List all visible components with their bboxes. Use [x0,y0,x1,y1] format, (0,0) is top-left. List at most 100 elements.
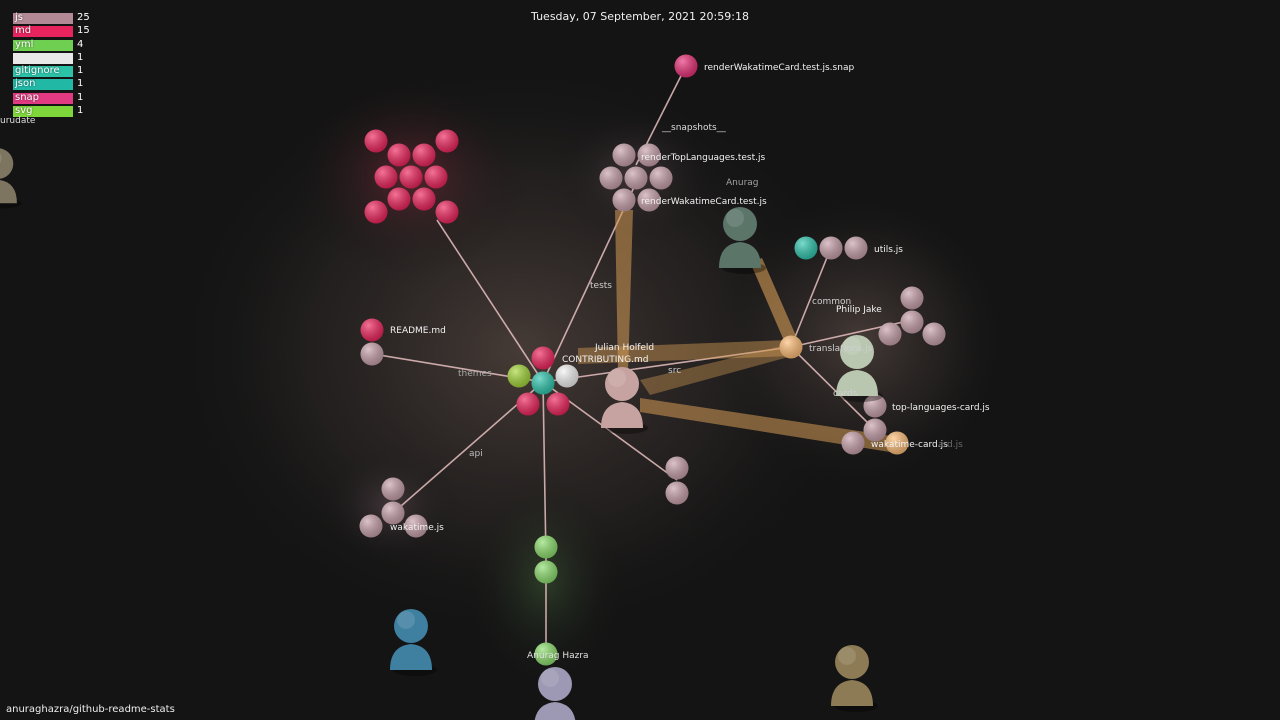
label-contributing: CONTRIBUTING.md [562,355,648,365]
legend-extension: json [15,78,36,90]
file-node-shade [555,364,579,388]
file-node-shade [531,371,555,395]
label-snapshots-dir: __snapshots__ [661,123,726,133]
avatar-olive [831,645,878,712]
file-node-shade [665,481,689,505]
file-node-shade [637,188,661,212]
repository-name: anuraghazra/github-readme-stats [6,704,175,715]
avatar-julian [601,367,648,434]
file-node-shade [381,477,405,501]
legend-color-swatch [13,79,73,91]
label-snap-file: renderWakatimeCard.test.js.snap [704,63,854,73]
beam-src [578,340,792,364]
node-labels: renderWakatimeCard.test.js.snap __snapsh… [390,63,990,533]
avatar-blue [390,609,437,676]
avatar-philip [836,335,883,402]
file-node-shade [546,392,570,416]
file-node-shade [424,165,448,189]
edge-root-md [436,219,544,383]
user-beams [578,210,892,452]
legend-count: 25 [77,12,90,23]
file-node-shade [404,514,428,538]
edge-workflows [542,381,547,561]
label-test-wakatime: renderWakatimeCard.test.js [641,197,767,207]
label-ghost-card: ard.js [938,440,963,450]
edge-cards [790,346,871,426]
label-translations: translations.js [809,344,872,354]
file-node-shade [863,394,887,418]
label-cards-dir: cards [833,389,858,399]
file-node-shade [381,501,405,525]
file-node-shade [863,418,887,442]
file-node-shade [364,200,388,224]
legend-color-swatch [13,13,73,24]
file-node-shade [649,166,673,190]
file-node-shade [900,310,924,334]
file-node-shade [374,165,398,189]
file-node-shade [599,166,623,190]
legend-count: 1 [77,51,84,63]
legend-color-swatch [13,106,73,118]
file-node-shade [624,166,648,190]
file-nodes [359,54,946,666]
legend-extension: js [15,12,23,23]
file-node-shade [534,535,558,559]
directory-edges [372,65,913,654]
legend-count: 1 [77,91,84,103]
file-node-shade [841,431,865,455]
label-themes-dir: themes [458,369,492,379]
legend-row: 1 [13,51,113,66]
legend-count: 1 [77,105,84,117]
avatar-offscreen [0,148,22,209]
file-node-shade [637,143,661,167]
file-node-shade [387,187,411,211]
file-node-shade [922,322,946,346]
avatar-anurag [719,207,766,274]
user-labels: Anurag Philip Jake Julian Holfeld Anurag… [527,178,882,661]
file-node-shade [531,346,555,370]
label-api-dir: api [469,449,483,459]
file-node-shade [612,188,636,212]
label-top-languages-card: top-languages-card.js [892,403,990,413]
file-node-shade [412,143,436,167]
legend-color-swatch [13,66,73,78]
legend-row: svg 1 [13,105,113,119]
user-label-philip: Philip Jake [836,305,882,315]
user-label-anurag: Anurag [726,178,759,188]
beam-tests [615,210,633,372]
beam-wakatime [640,398,892,452]
file-node-shade [885,431,909,455]
file-node-shade [516,392,540,416]
legend-count: 1 [77,65,84,77]
file-node-shade [435,200,459,224]
file-node-shade [534,560,558,584]
file-node-shade [435,129,459,153]
legend-color-swatch [13,39,73,51]
beam-translations [640,344,792,395]
legend-color-swatch [13,26,73,38]
avatar-bottom [534,667,576,720]
label-wakatime-card: wakatime-card.js [871,440,948,450]
user-label-anurag-hazra: Anurag Hazra [527,651,589,661]
legend-color-swatch [13,52,73,64]
file-node-shade [819,236,843,260]
legend-color-swatch [13,92,73,104]
offscreen-user-label: urudate [0,116,36,126]
file-node-shade [534,642,558,666]
legend-extension: snap [15,91,40,103]
label-readme: README.md [390,326,446,336]
label-common-dir: common [812,297,851,307]
user-label-julian: Julian Holfeld [594,343,654,353]
edge-common [790,249,831,348]
file-node-shade [900,286,924,310]
file-node-shade [387,143,411,167]
label-tests-dir: tests [590,281,612,291]
file-node-shade [612,143,636,167]
legend-row: js 25 [13,12,113,26]
legend-extension: svg [15,105,33,117]
file-node-shade [360,318,384,342]
file-node-shade [507,364,531,388]
